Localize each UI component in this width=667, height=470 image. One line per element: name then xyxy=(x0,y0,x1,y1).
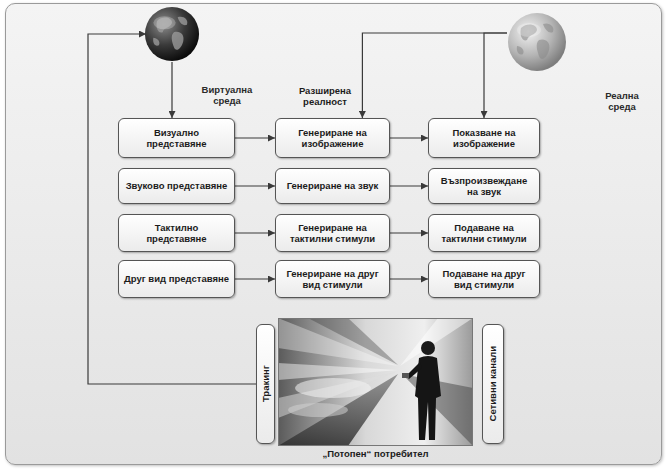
globe-node: Реална среда xyxy=(505,10,660,120)
process-box: Генериране на друг вид стимули xyxy=(275,260,390,298)
box-label: Визуално представяне xyxy=(124,127,229,150)
connector-arrow xyxy=(171,62,172,118)
globe-label: Реална среда xyxy=(595,90,649,113)
box-label: Тактилно представяне xyxy=(124,222,229,245)
process-box: Показване на изображение xyxy=(428,118,540,158)
process-box: Генериране на звук xyxy=(275,168,390,204)
connector-arrow xyxy=(235,185,275,186)
box-label: Генериране на изображение xyxy=(281,127,384,150)
box-label: Генериране на друг вид стимули xyxy=(281,268,384,291)
vertical-box: Сетивни канали xyxy=(482,324,504,444)
connector-arrow xyxy=(390,278,428,279)
connector-arrow xyxy=(484,33,507,118)
connector-arrow xyxy=(390,185,428,186)
vertical-box: Тракинг xyxy=(256,324,275,444)
process-box: Генериране на тактилни стимули xyxy=(275,214,390,252)
box-label: Тракинг xyxy=(260,366,271,403)
photo-caption: „Потопен“ потребител xyxy=(278,448,473,459)
process-box: Друг вид представяне xyxy=(118,260,235,298)
globe-icon xyxy=(144,6,200,62)
box-label: Подаване на друг вид стимули xyxy=(434,268,534,291)
box-label: Сетивни канали xyxy=(487,346,498,422)
connector-arrow xyxy=(390,232,428,233)
process-box: Звуково представяне xyxy=(118,168,235,204)
box-label: Друг вид представяне xyxy=(124,273,229,284)
box-label: Възпроизвеждане на звук xyxy=(434,175,534,198)
process-box: Тактилно представяне xyxy=(118,214,235,252)
box-label: Показване на изображение xyxy=(434,127,534,150)
box-label: Генериране на тактилни стимули xyxy=(281,222,384,245)
process-box: Генериране на изображение xyxy=(275,118,390,158)
box-label: Подаване на тактилни стимули xyxy=(434,222,534,245)
connector-arrow xyxy=(235,137,275,138)
box-label: Генериране на звук xyxy=(287,180,379,191)
process-box: Подаване на друг вид стимули xyxy=(428,260,540,298)
process-box: Подаване на тактилни стимули xyxy=(428,214,540,252)
connector-arrow xyxy=(235,278,275,279)
connector-arrow xyxy=(390,137,428,138)
photo-caption: „Потопен“ потребител xyxy=(278,448,473,459)
region-label: Разширена реалност xyxy=(290,85,360,108)
user-photo xyxy=(278,318,473,446)
connector-arrow xyxy=(235,232,275,233)
process-box: Възпроизвеждане на звук xyxy=(428,168,540,204)
globe-label: Виртуална среда xyxy=(195,84,259,107)
region-label: Разширена реалност xyxy=(290,85,360,108)
connector-arrow xyxy=(362,33,507,118)
globe-node: Виртуална среда xyxy=(140,4,265,114)
globe-icon xyxy=(507,12,567,72)
box-label: Звуково представяне xyxy=(126,180,228,191)
process-box: Визуално представяне xyxy=(118,118,235,158)
